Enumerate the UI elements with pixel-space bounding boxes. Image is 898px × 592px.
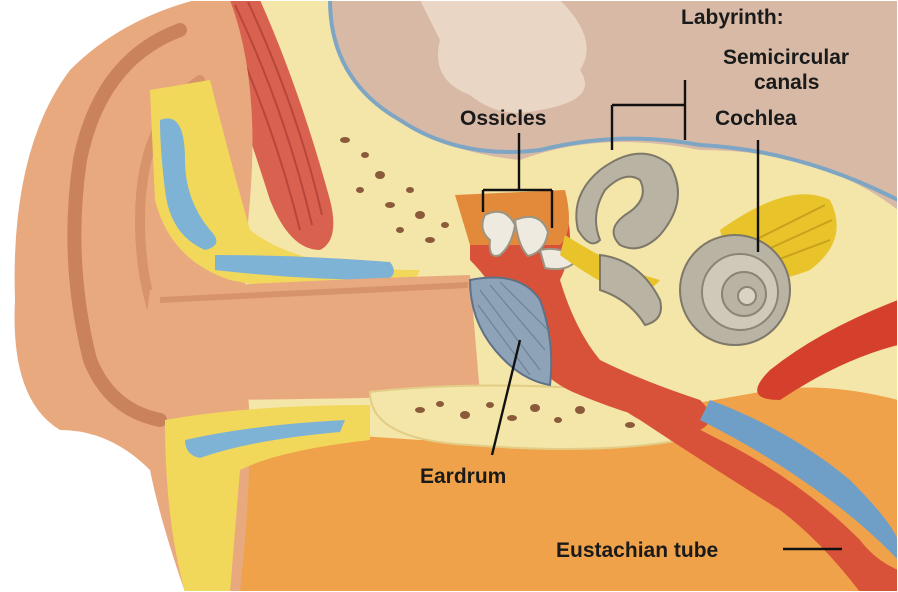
label-eustachian-tube: Eustachian tube <box>556 539 718 562</box>
label-canals: canals <box>754 71 819 94</box>
label-ossicles: Ossicles <box>460 107 546 130</box>
label-eardrum: Eardrum <box>420 465 506 488</box>
label-semicircular: Semicircular <box>723 46 849 69</box>
label-labyrinth: Labyrinth: <box>681 6 784 29</box>
cochlea-shape <box>680 235 790 345</box>
label-cochlea: Cochlea <box>715 107 797 130</box>
